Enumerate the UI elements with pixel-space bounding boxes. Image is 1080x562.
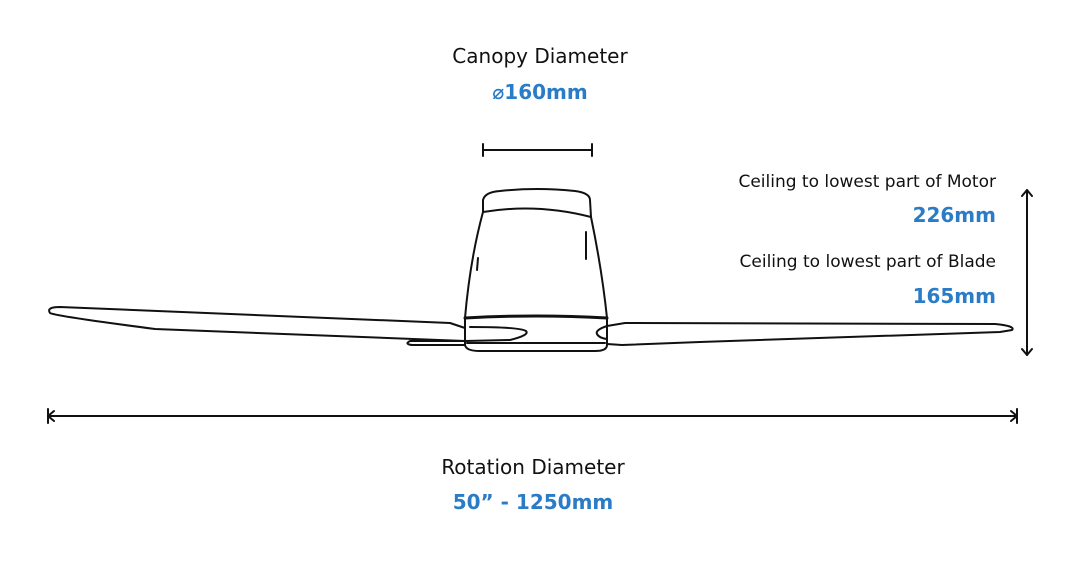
rotation-diameter-value: 50” - 1250mm [452,490,614,514]
left-blade [48,306,528,342]
canopy-diameter-label: Canopy Diameter [452,44,628,68]
motor-height-value: 226mm [912,203,996,227]
rotation-dimension-line [47,408,1018,424]
right-blade [595,322,1014,346]
motor-height-label: Ceiling to lowest part of Motor [738,172,996,192]
blade-height-value: 165mm [912,284,996,308]
height-dimension-line [1021,189,1033,356]
blade-height-label: Ceiling to lowest part of Blade [739,252,996,272]
fan-canopy [464,188,608,319]
fan-motor [463,314,609,352]
canopy-dimension-line [482,143,593,157]
canopy-diameter-value: ⌀160mm [492,80,588,104]
rotation-diameter-label: Rotation Diameter [441,455,625,479]
